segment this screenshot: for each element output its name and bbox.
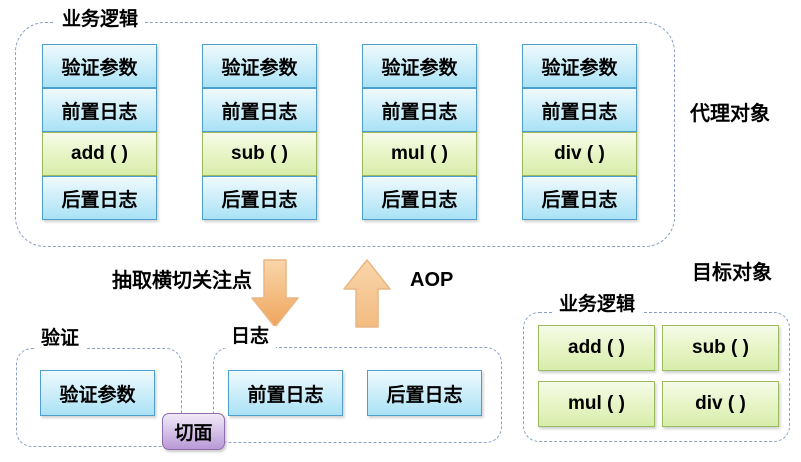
- cell-post-log: 后置日志: [202, 176, 317, 220]
- cell-method-add: add ( ): [42, 132, 157, 176]
- validation-box-wrap: 验证参数: [40, 370, 155, 416]
- arrow-up-icon: [343, 259, 391, 328]
- cell-post-log: 后置日志: [367, 370, 482, 416]
- cell-validate-params: 验证参数: [202, 44, 317, 88]
- cell-pre-log: 前置日志: [42, 88, 157, 132]
- target-method-mul-wrap: mul ( ): [538, 381, 655, 427]
- cell-validate-params: 验证参数: [40, 370, 155, 416]
- cell-method-sub: sub ( ): [202, 132, 317, 176]
- pre-log-box-wrap: 前置日志: [228, 370, 343, 416]
- cell-method-mul: mul ( ): [362, 132, 477, 176]
- cell-method-sub: sub ( ): [662, 325, 779, 371]
- cell-post-log: 后置日志: [42, 176, 157, 220]
- cell-validate-params: 验证参数: [362, 44, 477, 88]
- extract-crosscut-label: 抽取横切关注点: [112, 270, 252, 292]
- arrow-down-icon: [251, 259, 299, 328]
- aop-label: AOP: [410, 269, 454, 291]
- cell-pre-log: 前置日志: [228, 370, 343, 416]
- target-container: [523, 312, 790, 442]
- log-group-label: 日志: [224, 326, 277, 348]
- target-method-sub-wrap: sub ( ): [662, 325, 779, 371]
- proxy-column-mul: 验证参数 前置日志 mul ( ) 后置日志: [362, 44, 477, 220]
- proxy-group-label: 业务逻辑: [55, 9, 146, 31]
- cell-method-div: div ( ): [522, 132, 637, 176]
- cell-method-add: add ( ): [538, 325, 655, 371]
- proxy-object-label: 代理对象: [690, 103, 770, 125]
- cell-pre-log: 前置日志: [362, 88, 477, 132]
- proxy-column-add: 验证参数 前置日志 add ( ) 后置日志: [42, 44, 157, 220]
- cell-pre-log: 前置日志: [202, 88, 317, 132]
- cell-method-div: div ( ): [662, 381, 779, 427]
- cell-method-mul: mul ( ): [538, 381, 655, 427]
- target-group-label: 业务逻辑: [552, 294, 643, 316]
- validation-group-label: 验证: [34, 328, 87, 350]
- cell-post-log: 后置日志: [522, 176, 637, 220]
- target-object-label: 目标对象: [692, 262, 772, 284]
- log-container: [213, 347, 502, 443]
- cell-post-log: 后置日志: [362, 176, 477, 220]
- proxy-object-container: [15, 22, 675, 247]
- cell-validate-params: 验证参数: [42, 44, 157, 88]
- proxy-column-sub: 验证参数 前置日志 sub ( ) 后置日志: [202, 44, 317, 220]
- cell-pre-log: 前置日志: [522, 88, 637, 132]
- cell-validate-params: 验证参数: [522, 44, 637, 88]
- aspect-box: 切面: [162, 413, 225, 450]
- proxy-column-div: 验证参数 前置日志 div ( ) 后置日志: [522, 44, 637, 220]
- target-method-div-wrap: div ( ): [662, 381, 779, 427]
- validation-container: [16, 348, 182, 447]
- post-log-box-wrap: 后置日志: [367, 370, 482, 416]
- target-method-add-wrap: add ( ): [538, 325, 655, 371]
